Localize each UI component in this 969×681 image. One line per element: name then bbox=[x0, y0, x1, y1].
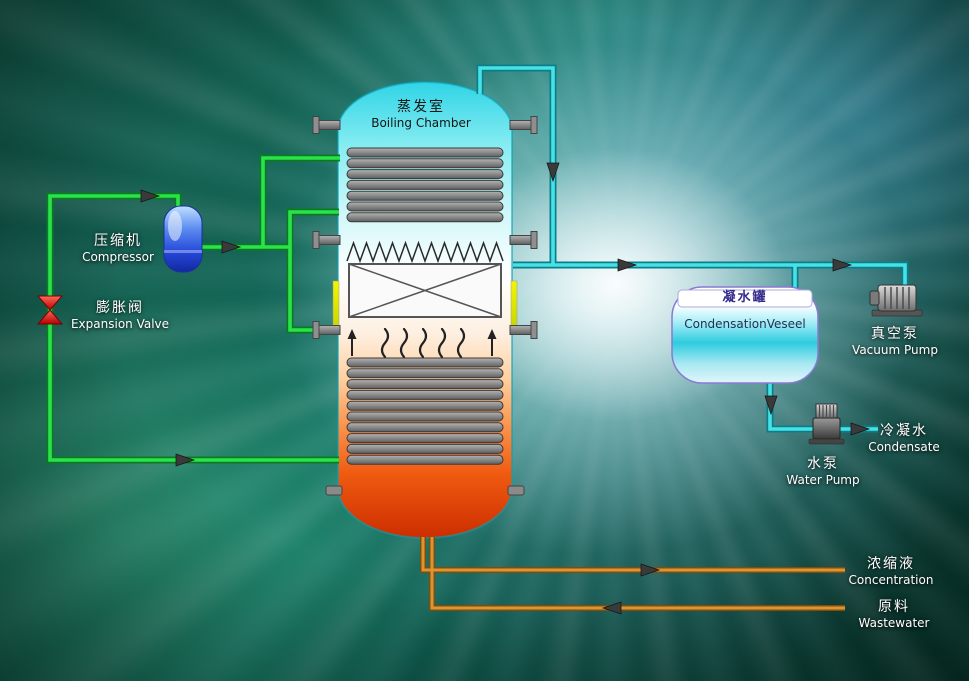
flow-arrow bbox=[832, 258, 853, 272]
compressor-icon bbox=[163, 205, 203, 273]
sight-glass-left bbox=[332, 280, 340, 328]
water-pump-icon bbox=[808, 403, 845, 445]
vapor-wisps bbox=[380, 327, 466, 359]
wastewater-label-zh: 原料 bbox=[877, 599, 910, 615]
expansion-valve-label-en: Expansion Valve bbox=[70, 317, 170, 332]
pipe-circuit-feed-concentrate bbox=[423, 537, 845, 608]
water-pump-label-en: Water Pump bbox=[786, 473, 860, 488]
label-condensate: 冷凝水 Condensate bbox=[868, 422, 940, 456]
condensate-label-en: Condensate bbox=[868, 440, 940, 455]
condensation-vessel bbox=[671, 286, 819, 384]
condensation-vessel-label-zh: 凝水罐 bbox=[722, 290, 768, 305]
label-expansion-valve: 膨胀阀 Expansion Valve bbox=[71, 299, 169, 333]
flow-arrow bbox=[546, 162, 560, 183]
heating-tubes-lower bbox=[346, 357, 504, 465]
heat-exchanger-box bbox=[348, 263, 502, 318]
heating-tubes-upper bbox=[346, 147, 504, 223]
vacuum-pump-icon bbox=[869, 284, 923, 317]
expansion-valve-icon bbox=[36, 295, 64, 325]
flow-arrow bbox=[617, 258, 638, 272]
vessel-leg-right bbox=[507, 485, 525, 496]
vapor-up-arrows bbox=[347, 329, 497, 356]
label-vacuum-pump: 真空泵 Vacuum Pump bbox=[852, 325, 938, 359]
label-condensation-vessel-en: CondensationVeseel bbox=[684, 317, 806, 333]
vacuum-pump-label-zh: 真空泵 bbox=[870, 326, 919, 342]
label-concentration: 浓缩液 Concentration bbox=[849, 555, 934, 589]
label-condensation-vessel-zh: 凝水罐 bbox=[722, 290, 767, 307]
water-pump-label-zh: 水泵 bbox=[806, 456, 839, 472]
wastewater-label-en: Wastewater bbox=[858, 616, 930, 631]
boiling-chamber-label-en: Boiling Chamber bbox=[371, 116, 471, 131]
flow-arrow bbox=[140, 189, 161, 203]
compressor-label-zh: 压缩机 bbox=[93, 233, 142, 249]
concentration-label-zh: 浓缩液 bbox=[866, 556, 915, 572]
boiling-chamber-vessel bbox=[332, 81, 518, 539]
vessel-leg-left bbox=[325, 485, 343, 496]
concentration-label-en: Concentration bbox=[848, 573, 934, 588]
vessel-nozzles bbox=[312, 116, 538, 496]
sight-glass-right bbox=[510, 280, 518, 328]
boiling-chamber-label-zh: 蒸发室 bbox=[396, 99, 445, 115]
label-compressor: 压缩机 Compressor bbox=[82, 232, 154, 266]
label-water-pump: 水泵 Water Pump bbox=[786, 455, 859, 489]
flow-arrow bbox=[601, 601, 622, 615]
flow-arrows bbox=[140, 162, 871, 615]
flow-arrow bbox=[175, 453, 196, 467]
expansion-valve-label-zh: 膨胀阀 bbox=[96, 300, 144, 316]
label-wastewater: 原料 Wastewater bbox=[859, 598, 930, 632]
label-boiling-chamber: 蒸发室 Boiling Chamber bbox=[371, 98, 471, 132]
condensation-vessel-label-en: CondensationVeseel bbox=[684, 317, 806, 331]
compressor-label-en: Compressor bbox=[82, 250, 154, 265]
flow-arrow bbox=[640, 563, 661, 577]
flow-arrow bbox=[850, 422, 871, 436]
vacuum-pump-label-en: Vacuum Pump bbox=[852, 343, 938, 358]
condensate-label-zh: 冷凝水 bbox=[880, 423, 928, 439]
flow-arrow bbox=[764, 395, 778, 416]
flow-arrow bbox=[221, 240, 242, 254]
demister-zigzag bbox=[346, 240, 504, 264]
